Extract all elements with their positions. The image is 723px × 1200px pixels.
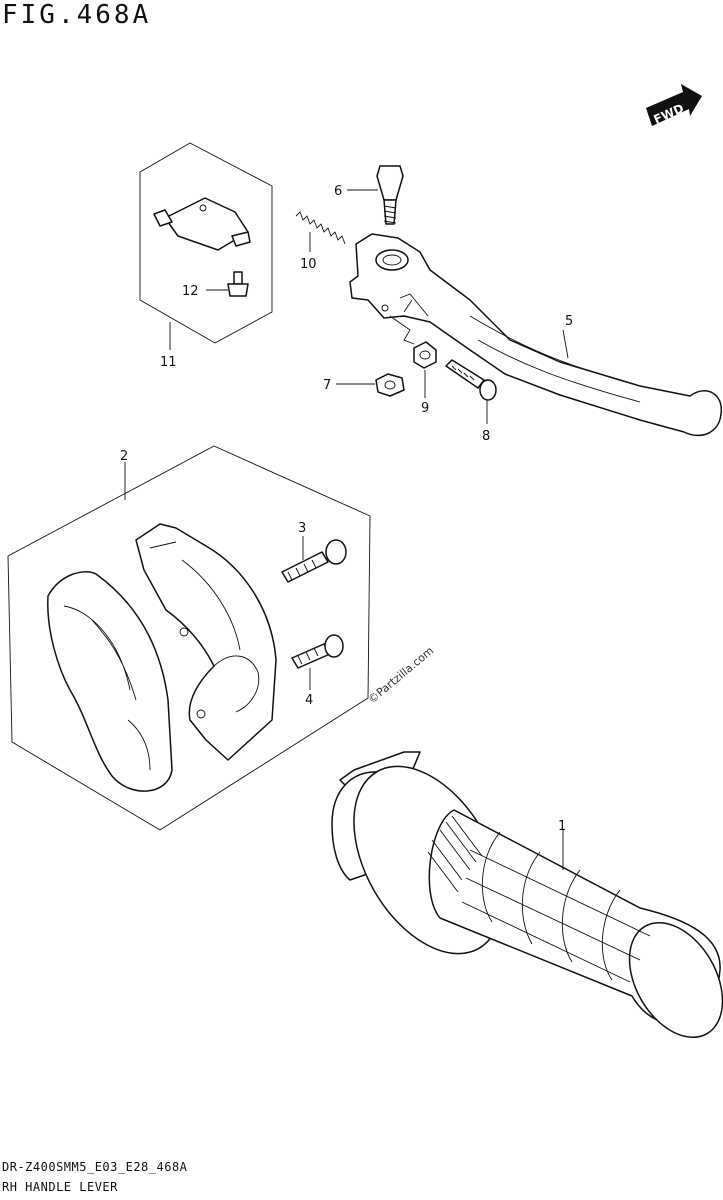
callout-9: 9	[421, 401, 429, 416]
callout-5: 5	[565, 314, 573, 329]
handle-grip	[331, 751, 723, 1039]
callout-7: 7	[323, 378, 331, 393]
pivot-bolt	[347, 165, 404, 225]
brake-lever	[349, 233, 722, 437]
callout-1: 1	[558, 819, 566, 834]
callout-11: 11	[160, 355, 177, 370]
figure-code: DR-Z400SMM5_E03_E28_468A	[2, 1160, 188, 1174]
callout-12: 12	[182, 284, 199, 299]
brake-switch-group	[139, 142, 273, 350]
lever-nut	[413, 341, 437, 398]
callout-3: 3	[298, 521, 306, 536]
callout-2: 2	[120, 449, 128, 464]
callout-8: 8	[482, 429, 490, 444]
flange-nut	[336, 373, 405, 397]
callout-4: 4	[305, 693, 313, 708]
watermark-text: ©Partzilla.com	[366, 644, 437, 706]
callout-10: 10	[300, 257, 317, 272]
forward-arrow-icon: FWD	[646, 84, 702, 127]
lever-bolt	[445, 359, 497, 424]
figure-title: FIG.468A	[2, 0, 152, 30]
figure-caption: RH HANDLE LEVER	[2, 1180, 118, 1194]
spring	[295, 211, 346, 252]
callout-6: 6	[334, 184, 342, 199]
holder-group	[7, 445, 371, 831]
